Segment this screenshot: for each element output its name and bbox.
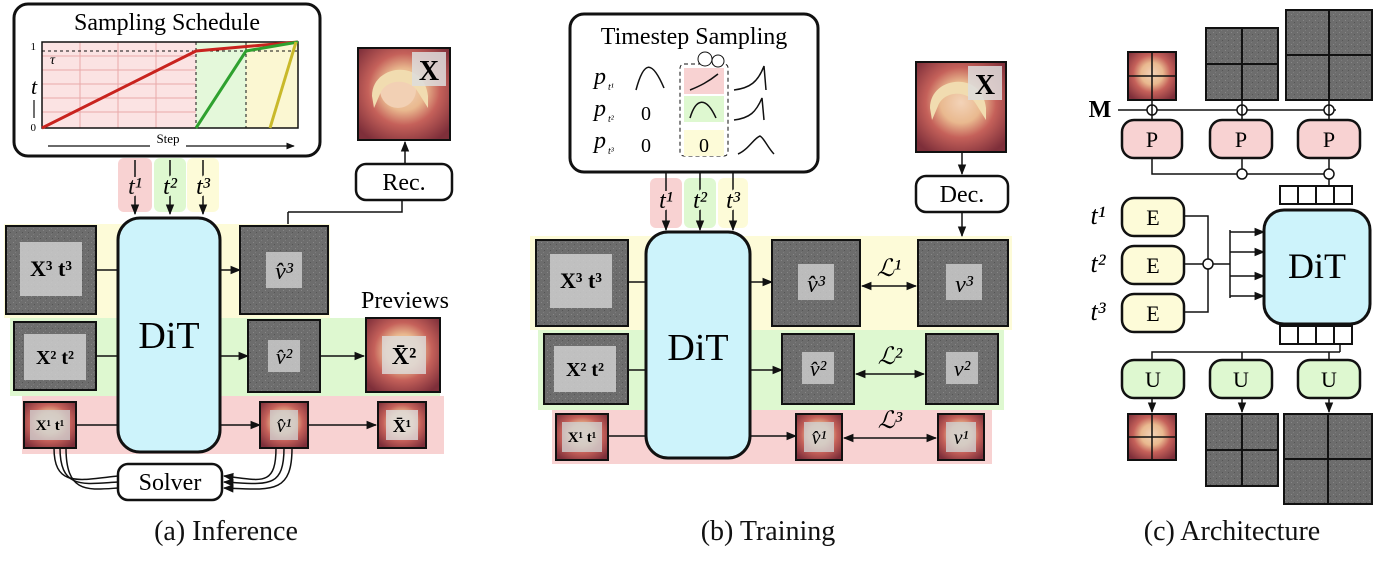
tau-label: τ — [50, 53, 56, 68]
svg-text:v̂³: v̂³ — [807, 272, 826, 298]
svg-text:P: P — [1235, 127, 1247, 152]
svg-text:U: U — [1321, 367, 1337, 392]
dit-block-training — [644, 230, 752, 460]
svg-text:0: 0 — [699, 135, 709, 157]
schedule-curve-red — [41, 40, 299, 130]
panel-inference: Sampling Schedule 1 0 τ t Step — [4, 2, 454, 502]
svg-text:0: 0 — [641, 135, 651, 157]
svg-text:v̂¹: v̂¹ — [812, 427, 827, 449]
svg-text:ℒ²: ℒ² — [878, 344, 903, 370]
svg-text:p: p — [592, 96, 606, 122]
svg-text:v²: v² — [954, 356, 971, 381]
previews-label: Previews — [361, 288, 449, 314]
svg-text:X¹ t¹: X¹ t¹ — [568, 430, 597, 446]
svg-text:t³: t³ — [608, 146, 615, 157]
svg-text:P: P — [1323, 127, 1335, 152]
svg-text:v¹: v¹ — [954, 427, 969, 449]
svg-text:X¹ t¹: X¹ t¹ — [36, 418, 65, 434]
t1-label: t¹ — [128, 174, 142, 200]
svg-text:v³: v³ — [955, 272, 974, 298]
schedule-curve-green — [194, 40, 299, 129]
svg-text:p: p — [592, 128, 606, 154]
svg-text:p: p — [592, 64, 606, 90]
svg-text:X̄²: X̄² — [392, 344, 417, 370]
panel-training: Timestep Sampling p t¹ p t² p t³ 0 0 0 t… — [530, 12, 1012, 464]
svg-text:X² t²: X² t² — [566, 359, 604, 381]
svg-text:E: E — [1146, 253, 1159, 278]
svg-text:t³: t³ — [726, 188, 741, 214]
caption-inference: (a) Inference — [154, 516, 298, 547]
svg-text:v̂³: v̂³ — [275, 259, 294, 285]
axis-step-label: Step — [156, 131, 179, 146]
caption-training: (b) Training — [700, 516, 836, 547]
svg-text:t³: t³ — [1090, 297, 1106, 326]
svg-text:ℒ¹: ℒ¹ — [877, 256, 901, 282]
svg-text:X³ t³: X³ t³ — [560, 268, 602, 293]
svg-text:t²: t² — [693, 188, 708, 214]
schedule-title: Sampling Schedule — [74, 10, 260, 36]
svg-text:X² t²: X² t² — [36, 347, 74, 369]
mask-label: M — [1089, 97, 1112, 123]
svg-text:t¹: t¹ — [659, 188, 673, 214]
dit-label-inference: DiT — [138, 315, 199, 357]
svg-text:P: P — [1146, 127, 1158, 152]
dit-block-inference — [116, 216, 222, 454]
rec-box — [354, 162, 454, 202]
svg-text:ℒ³: ℒ³ — [878, 408, 903, 434]
tick-one: 1 — [31, 41, 37, 53]
tick-zero: 0 — [31, 122, 37, 134]
svg-text:X̄¹: X̄¹ — [393, 416, 411, 436]
svg-text:v̂²: v̂² — [810, 356, 827, 381]
rec-label: Rec. — [382, 170, 425, 196]
dit-label-training: DiT — [667, 327, 728, 369]
svg-text:0: 0 — [641, 103, 651, 125]
svg-text:DiT: DiT — [1288, 246, 1346, 286]
band-row1-training — [552, 410, 992, 464]
caption-architecture: (c) Architecture — [1143, 516, 1321, 547]
svg-text:t²: t² — [1090, 249, 1106, 278]
svg-text:U: U — [1233, 367, 1249, 392]
t2-label: t² — [163, 174, 178, 200]
svg-text:U: U — [1145, 367, 1161, 392]
svg-text:E: E — [1146, 205, 1159, 230]
svg-text:t¹: t¹ — [608, 82, 614, 93]
dit-block-architecture — [1262, 208, 1372, 326]
svg-text:X³ t³: X³ t³ — [30, 256, 72, 281]
solver-label: Solver — [139, 470, 202, 496]
svg-text:v̂²: v̂² — [276, 344, 293, 369]
sampling-title: Timestep Sampling — [601, 24, 787, 50]
dec-label: Dec. — [940, 182, 985, 208]
schedule-curve-yellow — [268, 41, 298, 129]
t3-label: t³ — [196, 174, 211, 200]
svg-text:X: X — [975, 70, 995, 101]
panel-architecture: M P P P DiT t¹ t² t³ E E E — [1089, 9, 1373, 505]
schedule-plot-yellow-area — [246, 42, 298, 128]
svg-text:t²: t² — [608, 114, 615, 125]
svg-text:v̂¹: v̂¹ — [277, 415, 292, 437]
svg-text:X: X — [419, 56, 439, 87]
svg-text:t¹: t¹ — [1090, 201, 1105, 230]
svg-text:E: E — [1146, 301, 1159, 326]
axis-t-label: t — [31, 74, 38, 99]
